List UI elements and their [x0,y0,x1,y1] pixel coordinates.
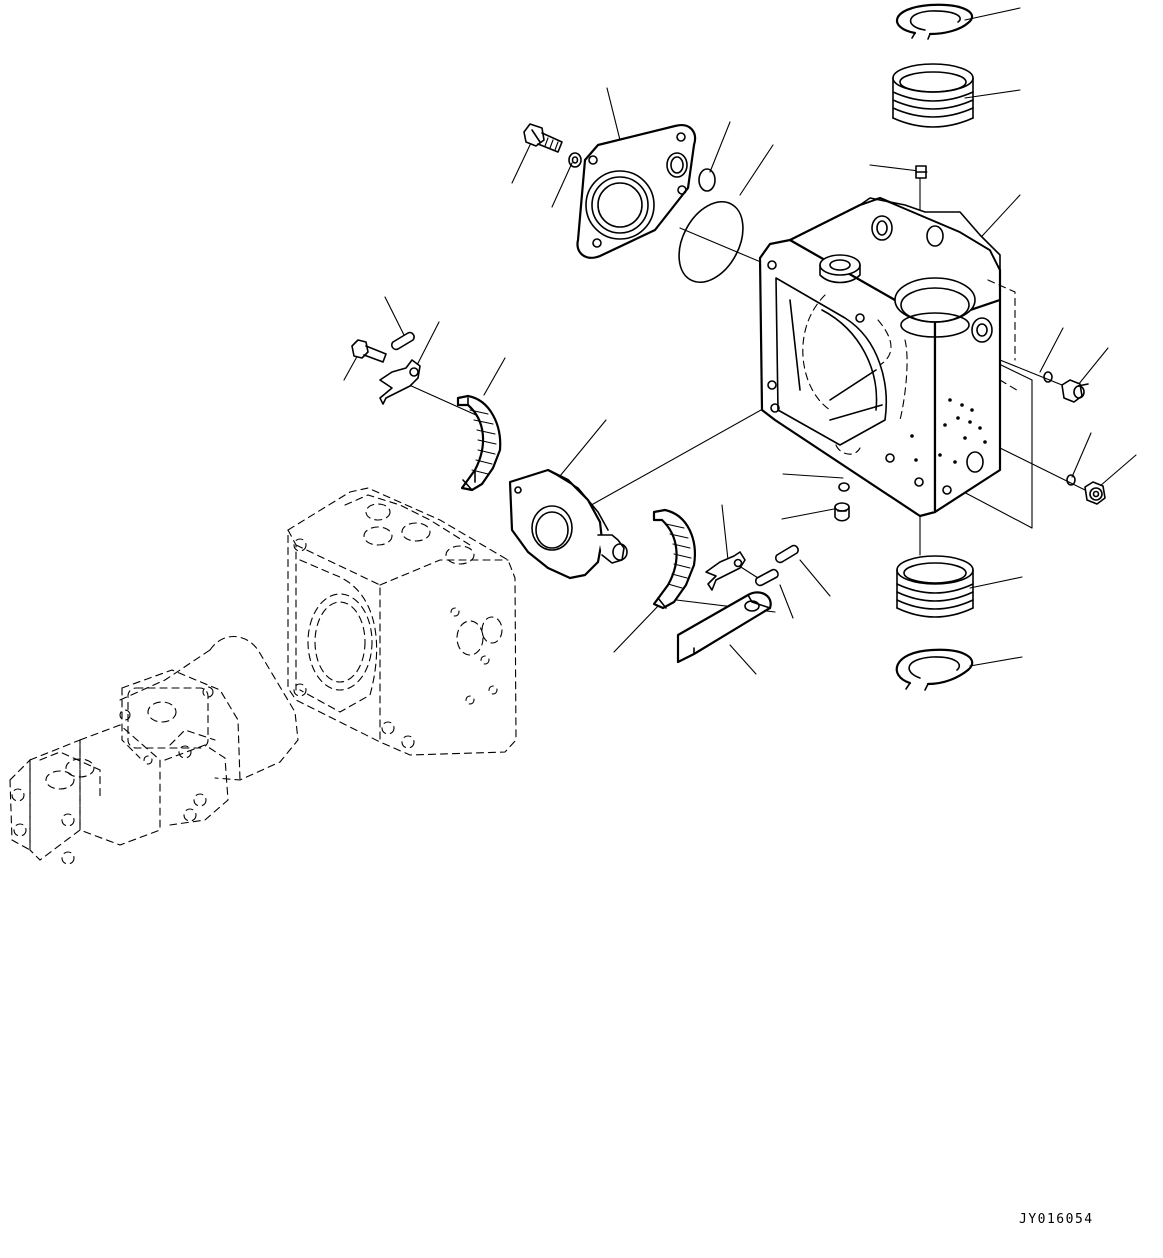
cover-plate [577,125,695,258]
o-ring-right-2 [1067,475,1075,485]
leader-line [1072,433,1091,477]
snap-ring-bottom [897,650,973,690]
bushing-top [893,64,973,127]
o-ring-small [699,169,715,191]
leader-line [614,604,660,652]
leader-line [385,297,404,335]
bushing-bottom [897,556,973,617]
leader-line [512,145,530,183]
leader-line [783,474,843,478]
leader-line [730,645,756,674]
pin-left [392,333,414,350]
assembly-line [960,490,1032,528]
leader-line [780,585,793,618]
leader-line [1040,328,1063,372]
rocker-cam [510,470,627,578]
leader-line [965,8,1020,20]
leader-line [970,657,1022,666]
phantom-pump-body [288,488,516,755]
phantom-gear-pump [10,637,298,865]
leader-lines [344,8,1136,674]
washer-top [569,153,581,167]
leader-line [782,509,834,519]
leader-line [344,353,359,380]
fork-right [706,552,745,590]
o-ring-right-1 [1044,372,1052,382]
plug-right-1 [1062,380,1088,402]
pin-right-upper [776,546,798,563]
assembly-line [586,405,770,508]
leader-line [970,577,1022,588]
o-ring-large [666,191,756,293]
servo-arm [678,592,771,662]
leader-line [965,90,1020,98]
assembly-line [1000,448,1085,490]
leader-line [560,420,606,476]
leader-line [1100,455,1136,486]
leader-line [740,145,773,195]
fork-left [380,360,420,404]
plug-bottom [835,503,849,521]
snap-ring-top [897,5,972,39]
leader-line [722,505,728,560]
leader-line [484,358,505,395]
assembly-line [1000,360,1062,385]
leader-line [552,163,572,207]
shoe-left [458,396,500,490]
leader-line [607,88,620,140]
leader-line [800,560,830,596]
pin-right-lower [756,570,778,586]
plug-top [916,166,926,178]
pump-case [760,198,1020,516]
bolt-left [352,340,386,362]
o-ring-bottom-small [839,483,849,491]
drawing-number: JY016054 [1019,1212,1094,1227]
bolt-top [524,124,562,152]
leader-line [1078,348,1108,385]
plug-right-2 [1085,482,1105,504]
leader-line [710,122,730,172]
shoe-right [654,510,695,608]
